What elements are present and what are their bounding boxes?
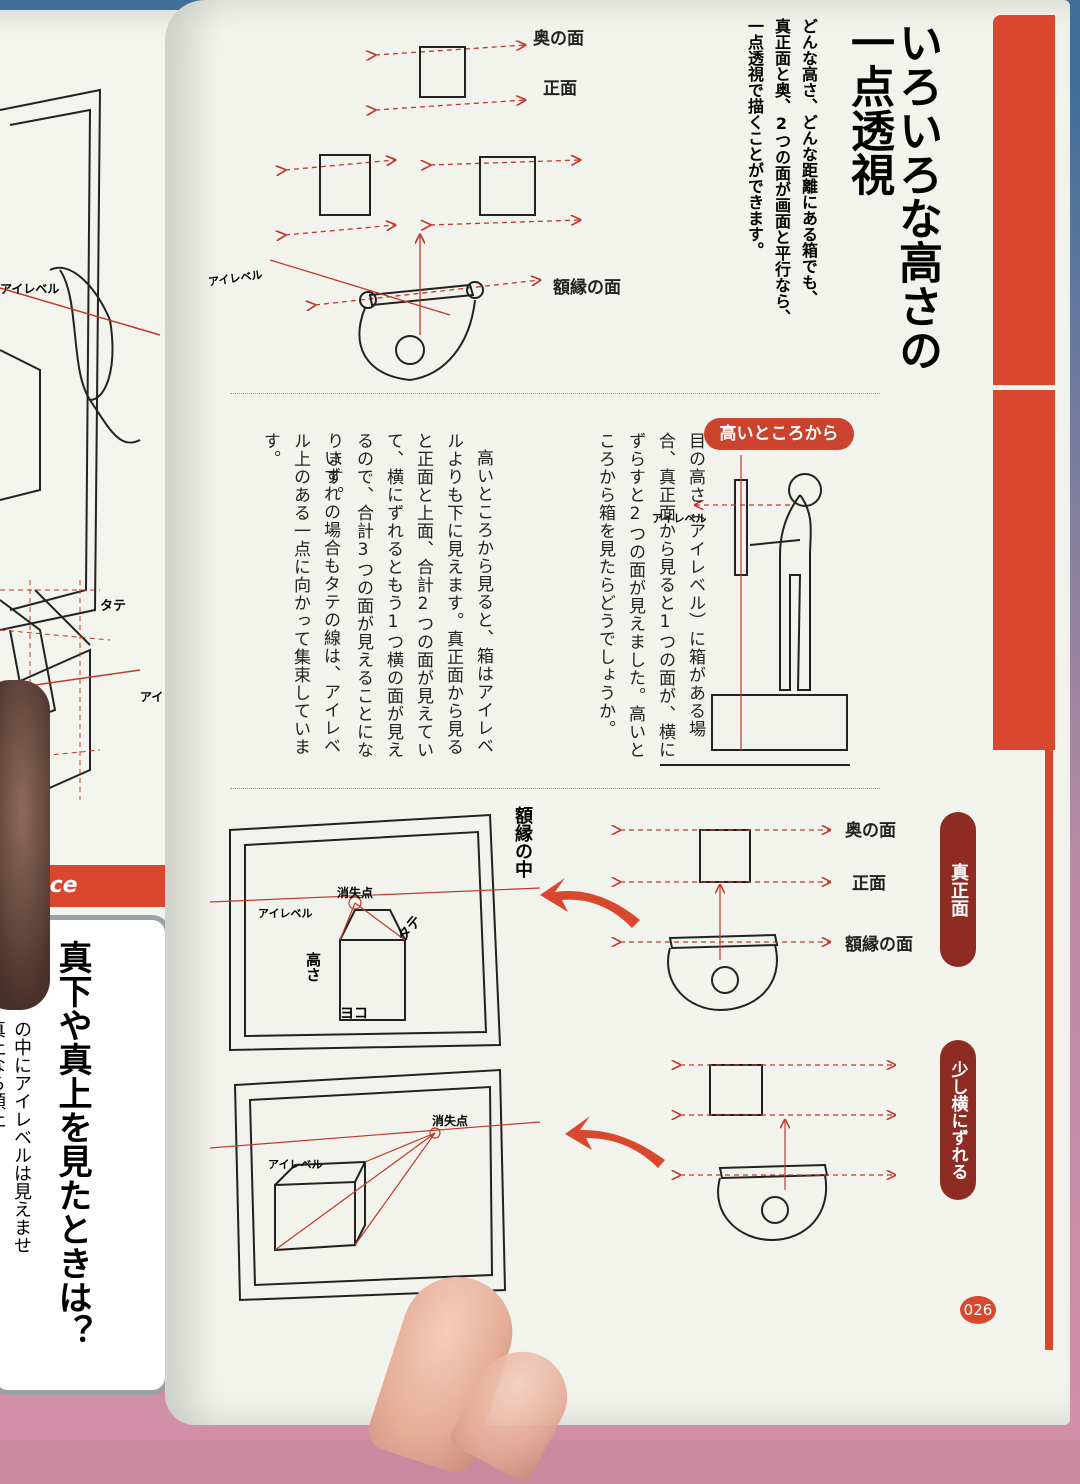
top-label-frame: 額縁の面: [553, 278, 621, 298]
divider-2: [230, 788, 880, 789]
top-figure: [270, 15, 670, 382]
divider-1: [230, 393, 880, 394]
frame-inside-label: 額縁の中: [512, 806, 533, 878]
left-vertical-label: タテ: [100, 599, 127, 614]
high-place-badge: 高いところから: [704, 418, 854, 450]
bottom-eye-level-label-2: アイレベル: [268, 1158, 323, 1171]
page-title-line1: いろいろな高さの: [891, 20, 942, 372]
fabric-foreground: [0, 680, 50, 1010]
high-paragraph-1: 目の高さ（アイレベル）に箱がある場合、真正面から見ると1つの面が、横にずらすと2…: [595, 432, 705, 759]
left-eye-level-label-1: アイレベル: [0, 282, 60, 296]
top-label-back: 奥の面: [533, 29, 584, 49]
top-label-front: 正面: [543, 79, 577, 99]
horizontal-label: ヨコ: [340, 1006, 368, 1022]
edge-tab-top: [993, 15, 1055, 385]
bottom-label-front: 正面: [852, 874, 886, 894]
tag-front-view: 真正面: [940, 812, 976, 967]
advice-text-2: 真上なら頭上: [0, 1020, 6, 1128]
page-title-line2: 一点透視: [843, 20, 894, 196]
bottom-eye-level-label-1: アイレベル: [258, 907, 313, 920]
advice-title: 真下や真上を見たときは？: [52, 940, 92, 1348]
edge-tab-bottom: [1045, 750, 1053, 1350]
bottom-label-back: 奥の面: [845, 821, 896, 841]
high-eye-level-label: アイレベル: [652, 512, 707, 525]
height-label: 高さ: [304, 952, 322, 982]
bottom-figure: [209, 813, 920, 1302]
intro-line3: 一点透視で描くことができます。: [745, 18, 764, 258]
tag-shift-view: 少し横にずれる: [940, 1040, 976, 1200]
vanishing-point-label-1: 消失点: [337, 886, 374, 900]
intro-line2: 真正面と奥、2つの面が画面と平行なら、: [772, 18, 791, 325]
high-paragraph-3: いずれの場合もタテの線は、アイレベル上のある一点に向かって集束しています。: [260, 432, 340, 756]
bottom-label-frame: 額縁の面: [845, 935, 913, 955]
high-paragraph-2: 高いところから見ると、箱はアイレベルよりも下に見えます。真正面から見ると正面と上…: [323, 432, 493, 759]
advice-text-1: の中にアイレベルは見えませ: [11, 1020, 32, 1254]
high-place-figure: [660, 455, 850, 766]
intro-line1: どんな高さ、どんな距離にある箱でも、: [799, 18, 818, 306]
vanishing-point-label-2: 消失点: [432, 1114, 469, 1128]
page-number: 026: [960, 1296, 996, 1324]
edge-tab-middle: [993, 390, 1055, 750]
